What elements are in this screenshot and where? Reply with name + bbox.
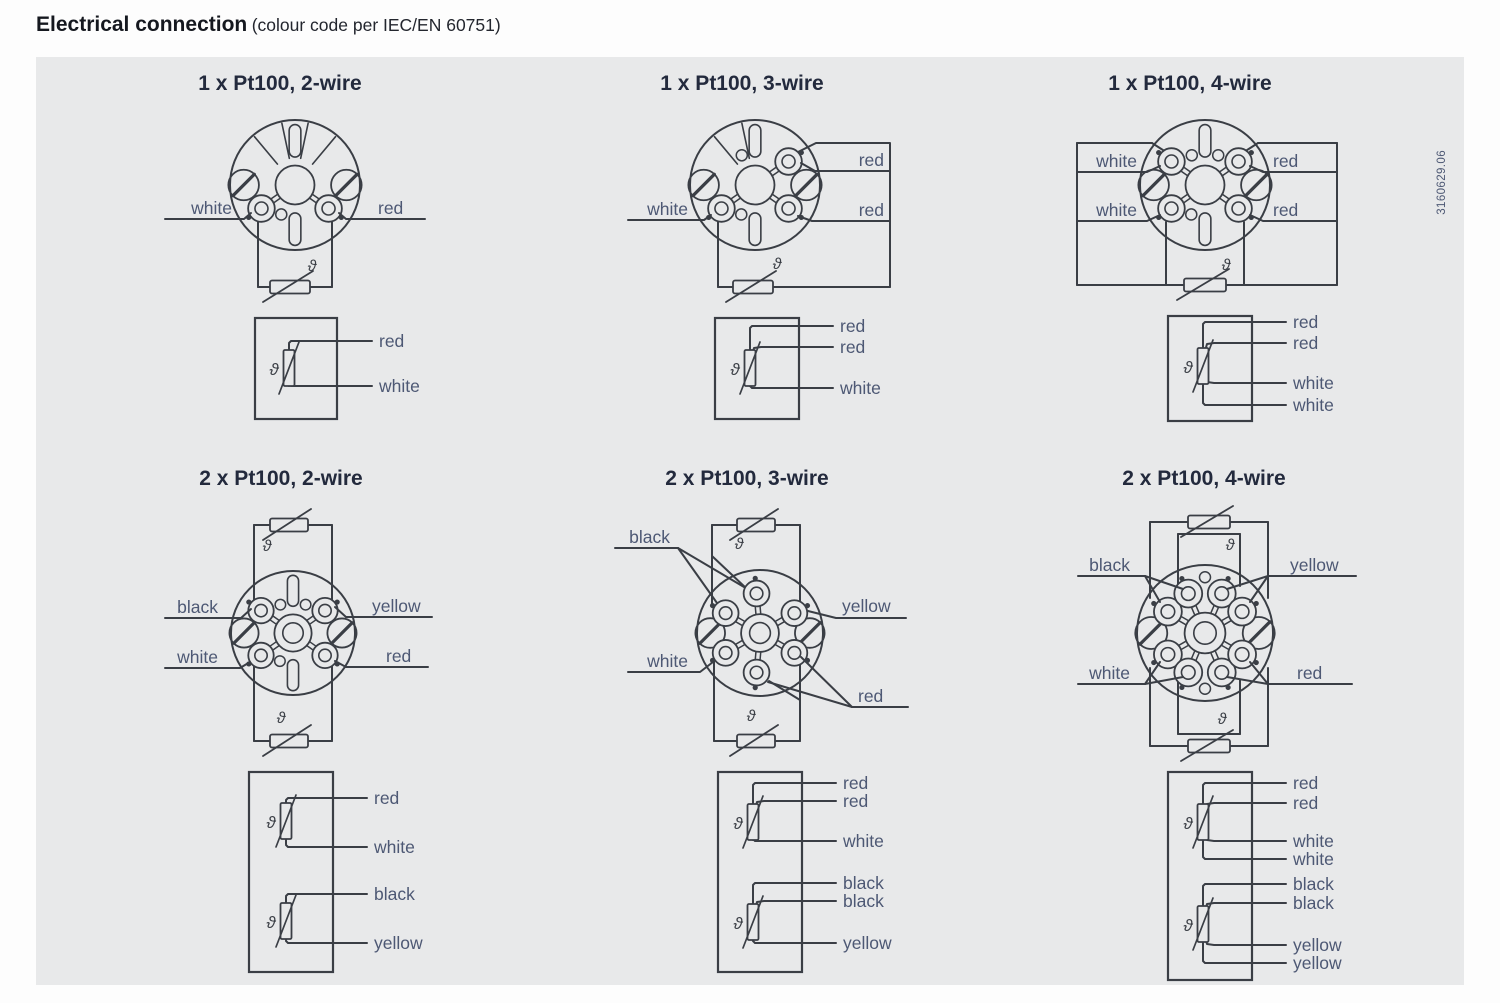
wire-label: black — [374, 884, 415, 904]
wire-label: white — [646, 651, 688, 671]
diagram-heading-2x4: 2 x Pt100, 4-wire — [1122, 467, 1286, 490]
theta-symbol: ϑ — [308, 258, 318, 275]
theta-symbol: ϑ — [1226, 537, 1236, 554]
wire-label: black — [843, 873, 884, 893]
wire-label: white — [176, 647, 218, 667]
theta-symbol: ϑ — [730, 360, 740, 379]
wire-label: red — [374, 788, 399, 808]
wire-label: white — [1088, 663, 1130, 683]
wire-label: red — [843, 791, 868, 811]
wire-label: red — [840, 337, 865, 357]
diagram-heading-1x4: 1 x Pt100, 4-wire — [1108, 72, 1272, 95]
wire-label: red — [843, 773, 868, 793]
wire-label: red — [1293, 333, 1318, 353]
wire-label: yellow — [1293, 953, 1342, 973]
theta-symbol: ϑ — [1183, 814, 1193, 833]
diagram-heading-2x2: 2 x Pt100, 2-wire — [199, 467, 363, 490]
wire-label: yellow — [1290, 555, 1339, 575]
wire-label: red — [858, 686, 883, 706]
theta-symbol: ϑ — [735, 536, 745, 553]
wire-label: yellow — [1293, 935, 1342, 955]
doc-number: 3160629.06 — [1436, 150, 1448, 215]
section-title: Electrical connection (colour code per I… — [36, 13, 501, 37]
wire-label: white — [842, 831, 884, 851]
wire-label: red — [840, 316, 865, 336]
wire-label: white — [190, 198, 232, 218]
theta-symbol: ϑ — [773, 256, 783, 273]
wire-label: red — [1293, 793, 1318, 813]
wire-label: yellow — [374, 933, 423, 953]
wire-label: red — [379, 331, 404, 351]
wire-label: black — [177, 597, 218, 617]
wire-label: white — [1292, 849, 1334, 869]
wire-label: white — [1292, 831, 1334, 851]
theta-symbol: ϑ — [277, 710, 287, 727]
wire-label: red — [378, 198, 403, 218]
wire-label: red — [1297, 663, 1322, 683]
wire-label: black — [1293, 893, 1334, 913]
wire-label: red — [1273, 200, 1298, 220]
theta-symbol: ϑ — [269, 360, 279, 379]
theta-symbol: ϑ — [1222, 257, 1232, 274]
wire-label: white — [1292, 373, 1334, 393]
wire-label: red — [1293, 773, 1318, 793]
wire-label: white — [1292, 395, 1334, 415]
section-title-sub: (colour code per IEC/EN 60751) — [251, 15, 501, 35]
theta-symbol: ϑ — [733, 814, 743, 833]
wire-label: black — [629, 527, 670, 547]
wire-label: white — [646, 199, 688, 219]
wire-label: red — [1293, 312, 1318, 332]
theta-symbol: ϑ — [266, 913, 276, 932]
wire-label: white — [1095, 151, 1137, 171]
theta-symbol: ϑ — [263, 538, 273, 555]
wire-label: yellow — [842, 596, 891, 616]
wire-label: black — [1089, 555, 1130, 575]
wire-label: black — [843, 891, 884, 911]
theta-symbol: ϑ — [1183, 916, 1193, 935]
theta-symbol: ϑ — [1183, 358, 1193, 377]
theta-symbol: ϑ — [1218, 711, 1228, 728]
diagram-heading-1x2: 1 x Pt100, 2-wire — [198, 72, 362, 95]
wire-label: yellow — [843, 933, 892, 953]
wire-label: red — [386, 646, 411, 666]
wire-label: red — [859, 150, 884, 170]
wire-label: white — [1095, 200, 1137, 220]
theta-symbol: ϑ — [733, 914, 743, 933]
wire-label: white — [378, 376, 420, 396]
wire-label: red — [859, 200, 884, 220]
theta-symbol: ϑ — [747, 708, 757, 725]
wire-label: white — [839, 378, 881, 398]
wire-label: red — [1273, 151, 1298, 171]
diagram-heading-2x3: 2 x Pt100, 3-wire — [665, 467, 829, 490]
wire-label: white — [373, 837, 415, 857]
wire-label: yellow — [372, 596, 421, 616]
wire-label: black — [1293, 874, 1334, 894]
section-title-main: Electrical connection — [36, 13, 248, 36]
theta-symbol: ϑ — [266, 813, 276, 832]
diagram-heading-1x3: 1 x Pt100, 3-wire — [660, 72, 824, 95]
